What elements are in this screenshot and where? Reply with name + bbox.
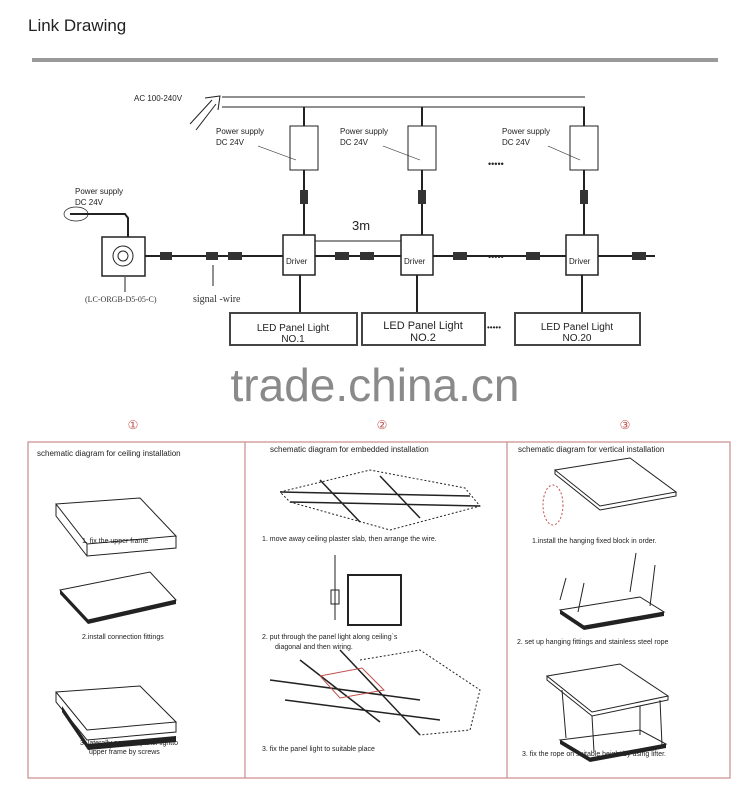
step-number-2: ② <box>377 418 388 432</box>
embedded-panel-illustration <box>347 574 402 626</box>
controller: Power supply DC 24V (LC-ORGB-D5-05-C) <box>63 187 157 304</box>
embedded-step-3: 3. fix the panel light to suitable place <box>262 746 375 753</box>
ps-label-2: Power supply <box>340 127 388 136</box>
ps-label-1: Power supply <box>216 127 264 136</box>
led-panel-1: LED Panel Light NO.1 <box>229 312 358 346</box>
panel-name-1: LED Panel Light <box>257 323 329 334</box>
ac-label: AC 100-240V <box>134 94 183 103</box>
page-title: Link Drawing <box>28 16 126 35</box>
embedded-step-2b: diagonal and then wiring. <box>275 644 353 651</box>
power-supply-20: Power supply DC 24V <box>502 107 599 235</box>
installation-section: ① ② ③ schematic diagram for ceiling inst… <box>27 418 731 779</box>
step-number-3: ③ <box>620 418 631 432</box>
led-panel-20: LED Panel Light NO.20 <box>514 312 641 346</box>
embedded-fix-illustration <box>269 649 441 736</box>
title-rule <box>32 58 718 62</box>
vertical-lift-illustration <box>545 663 670 717</box>
driver-label-20: Driver <box>569 257 591 266</box>
controller-model: (LC-ORGB-D5-05-C) <box>85 295 157 304</box>
panel-name-2: LED Panel Light <box>383 320 463 332</box>
heading-embedded: schematic diagram for embedded installat… <box>270 445 429 454</box>
embedded-step-2a: 2. put through the panel light along cei… <box>262 634 398 641</box>
vertical-rope-illustration <box>559 552 656 613</box>
driver-1: Driver <box>282 234 316 313</box>
step-number-1: ① <box>128 418 139 432</box>
distance-label: 3m <box>352 218 370 233</box>
ceiling-step-3a: 3. laterally connect panel lightto <box>80 740 178 747</box>
signal-wire-label: signal -wire <box>193 294 241 305</box>
ellipsis-ps: ••••• <box>488 159 504 169</box>
ps-label-20: Power supply <box>502 127 550 136</box>
watermark: trade.china.cn <box>231 359 520 411</box>
led-panel-2: LED Panel Light NO.2 <box>361 312 486 346</box>
ceiling-frame-illustration <box>55 497 178 557</box>
ceiling-fittings-illustration <box>59 571 177 621</box>
panel-number-1: NO.1 <box>281 334 305 345</box>
ellipsis-signal: ••••• <box>488 252 504 262</box>
ceiling-step-2: 2.install connection fittings <box>82 634 164 641</box>
vertical-step-1: 1.install the hanging fixed block in ord… <box>532 538 657 545</box>
heading-ceiling: schematic diagram for ceiling installati… <box>37 449 181 458</box>
connectors <box>160 252 646 260</box>
power-supply-1: Power supply DC 24V <box>216 107 319 235</box>
vertical-block-illustration <box>553 457 678 511</box>
driver-label-1: Driver <box>286 257 308 266</box>
power-supply-2: Power supply DC 24V <box>340 107 437 235</box>
ceiling-step-1: 1. fix the upper frame <box>82 538 148 545</box>
panel-name-20: LED Panel Light <box>541 322 613 333</box>
vertical-step-3: 3. fix the rope on suitable height by us… <box>522 751 666 758</box>
ceiling-step-3b: upper frame by screws <box>89 749 160 756</box>
distance-marker <box>314 238 402 243</box>
ps-voltage-2: DC 24V <box>340 138 369 147</box>
controller-ps-label: Power supply <box>75 187 123 196</box>
embedded-grid-illustration <box>279 475 481 523</box>
driver-2: Driver <box>400 234 434 313</box>
ceiling-screw-illustration <box>55 685 178 741</box>
panel-number-20: NO.20 <box>563 333 592 344</box>
embedded-step-1: 1. move away ceiling plaster slab, then … <box>262 536 437 543</box>
ps-voltage-1: DC 24V <box>216 138 245 147</box>
controller-ps-voltage: DC 24V <box>75 198 104 207</box>
vertical-step-2: 2. set up hanging fittings and stainless… <box>517 639 668 646</box>
driver-20: Driver <box>565 234 599 313</box>
ps-voltage-20: DC 24V <box>502 138 531 147</box>
driver-label-2: Driver <box>404 257 426 266</box>
ellipsis-panels: ••••• <box>487 323 501 332</box>
heading-vertical: schematic diagram for vertical installat… <box>518 445 664 454</box>
panel-number-2: NO.2 <box>410 332 436 344</box>
ac-mains: AC 100-240V <box>134 94 585 131</box>
